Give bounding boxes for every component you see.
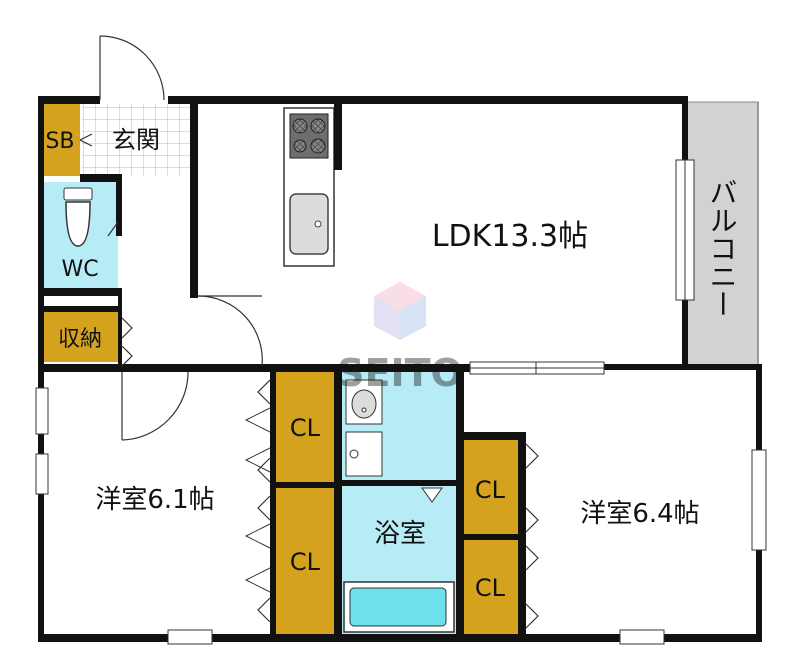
watermark-logo bbox=[374, 282, 426, 340]
closet-2 bbox=[274, 488, 336, 634]
bath-label: 浴室 bbox=[374, 519, 426, 549]
kitchen-counter bbox=[283, 107, 335, 267]
western-room-left-label: 洋室6.1帖 bbox=[95, 485, 214, 515]
closet-label-3: CL bbox=[475, 476, 506, 504]
balcony-area bbox=[685, 101, 759, 367]
shoe-box bbox=[42, 104, 80, 176]
closet-label-4: CL bbox=[475, 574, 506, 602]
toilet-fixture bbox=[63, 187, 93, 247]
shoe-box-label: SB bbox=[45, 129, 74, 154]
storage-label: 収納 bbox=[58, 327, 102, 352]
walls bbox=[38, 96, 762, 642]
closet-label-1: CL bbox=[290, 414, 321, 442]
bathtub bbox=[343, 581, 455, 633]
closet-4 bbox=[460, 540, 520, 634]
watermark-text: SEITO bbox=[337, 351, 463, 395]
doors bbox=[79, 35, 539, 629]
entrance-tiles bbox=[82, 104, 190, 176]
entrance-label: 玄関 bbox=[112, 126, 160, 154]
closet-3 bbox=[460, 438, 520, 534]
closet-door-marks bbox=[244, 407, 271, 593]
closet-1 bbox=[274, 370, 336, 484]
balcony-label: バルコニー bbox=[706, 178, 739, 318]
storage-closet bbox=[42, 312, 120, 362]
kitchen-sink bbox=[289, 193, 329, 255]
ldk-label: LDK13.3帖 bbox=[432, 219, 588, 254]
washbasin bbox=[345, 379, 383, 477]
closet-label-2: CL bbox=[290, 548, 321, 576]
toilet-label: WC bbox=[61, 257, 98, 282]
windows bbox=[35, 159, 767, 645]
western-room-right-label: 洋室6.4帖 bbox=[580, 499, 699, 529]
bath-door-mark bbox=[421, 487, 443, 503]
